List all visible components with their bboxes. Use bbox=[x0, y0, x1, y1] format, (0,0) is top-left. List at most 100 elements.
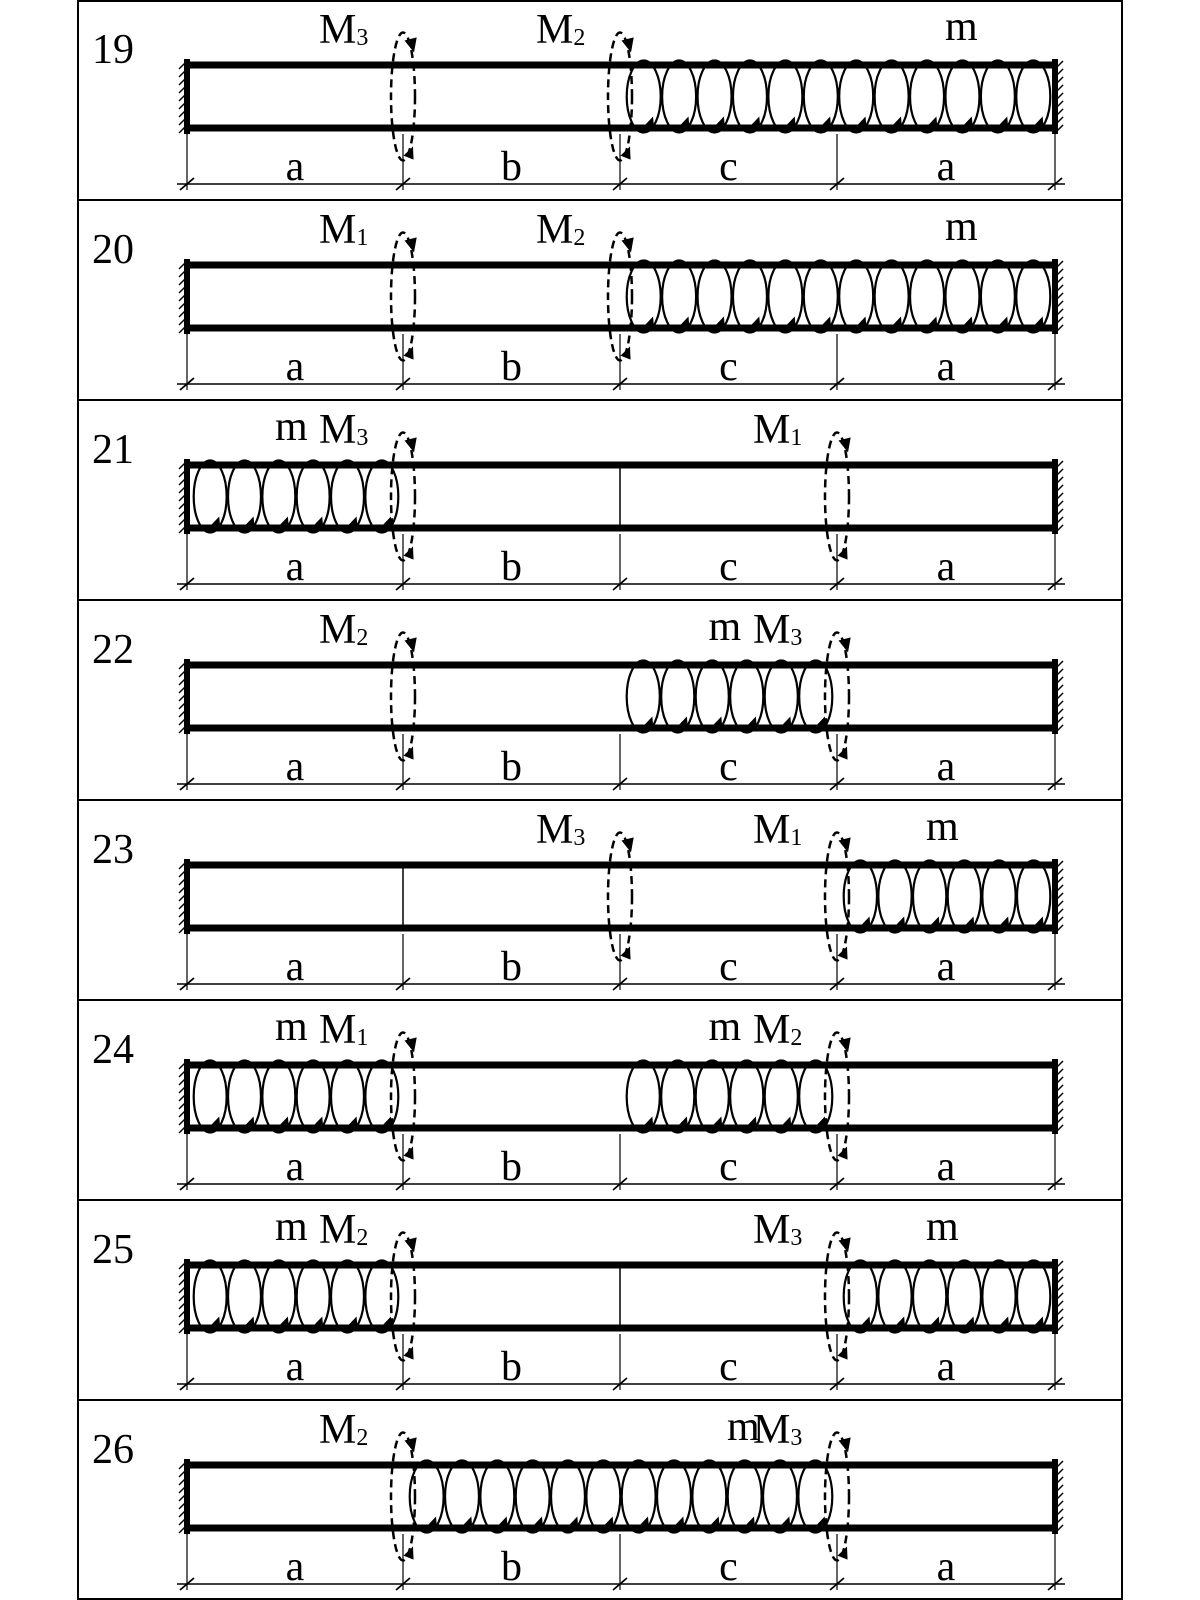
coil-loop bbox=[295, 459, 331, 534]
distributed-torque bbox=[192, 1259, 400, 1334]
arrowhead-icon bbox=[999, 1316, 1010, 1329]
dimension-tick bbox=[395, 777, 411, 791]
segment-label: a bbox=[937, 1344, 956, 1390]
wall-hatch bbox=[178, 660, 188, 670]
segment-label: a bbox=[286, 1144, 305, 1190]
coil-loop bbox=[691, 1459, 728, 1534]
moment-subscript: 3 bbox=[790, 625, 802, 651]
moment-label: M1 bbox=[753, 407, 802, 453]
wall-hatch bbox=[1054, 508, 1064, 518]
distributed-torque-label: m bbox=[275, 1204, 308, 1250]
wall-hatch bbox=[178, 916, 188, 926]
arrowhead-icon bbox=[1034, 316, 1044, 329]
dimension-tick bbox=[829, 577, 845, 591]
moment-name: M bbox=[753, 1207, 790, 1253]
wall-hatch bbox=[1054, 692, 1064, 702]
wall-hatch bbox=[178, 476, 188, 486]
arrowhead-icon bbox=[404, 37, 417, 53]
wall-hatch bbox=[178, 116, 188, 126]
dimension-tick bbox=[395, 577, 411, 591]
wall-hatch bbox=[1054, 1068, 1064, 1078]
moment-subscript: 2 bbox=[790, 1025, 802, 1051]
row-number: 21 bbox=[92, 427, 134, 473]
arrowhead-icon bbox=[816, 1516, 826, 1529]
arrowhead-icon bbox=[928, 116, 938, 129]
arrowhead-icon bbox=[786, 316, 796, 329]
distributed-torque bbox=[192, 1059, 400, 1134]
dimension-tick bbox=[1047, 177, 1063, 191]
distributed-torque-label: m bbox=[709, 1004, 742, 1050]
arrowhead-icon bbox=[678, 716, 688, 729]
wall-hatch bbox=[178, 700, 188, 710]
arrowhead-icon bbox=[620, 946, 631, 960]
arrowhead-icon bbox=[837, 1146, 848, 1160]
coil-loop bbox=[763, 1059, 799, 1134]
wall-hatch bbox=[178, 268, 188, 278]
arrowhead-icon bbox=[930, 1316, 940, 1329]
wall-hatch bbox=[178, 1100, 188, 1110]
moment-subscript: 2 bbox=[573, 225, 585, 251]
wall-hatch bbox=[178, 100, 188, 110]
moment-name: M bbox=[536, 7, 573, 53]
wall-hatch bbox=[1054, 860, 1064, 870]
arrowhead-icon bbox=[838, 437, 851, 453]
coil-loop bbox=[625, 59, 662, 134]
wall-hatch bbox=[1054, 876, 1064, 886]
dimension-tick bbox=[395, 1577, 411, 1591]
distributed-torque-label: m bbox=[275, 404, 308, 450]
distributed-torque bbox=[625, 1059, 834, 1134]
arrowhead-icon bbox=[838, 1037, 851, 1053]
coil-loop bbox=[329, 1059, 366, 1134]
wall-hatch bbox=[1054, 276, 1064, 286]
coil-loop bbox=[946, 1259, 983, 1334]
coil-loop bbox=[295, 1259, 331, 1334]
concentrated-moment: M3 bbox=[753, 1407, 851, 1562]
coil-loop bbox=[625, 259, 662, 334]
coil-loop bbox=[981, 1259, 1017, 1334]
concentrated-moment: M2 bbox=[319, 1207, 417, 1362]
coil-loop bbox=[731, 59, 769, 134]
wall-hatch bbox=[178, 260, 188, 270]
coil-loop bbox=[261, 1059, 297, 1134]
row-number: 20 bbox=[92, 227, 134, 273]
coil-loop bbox=[798, 659, 834, 734]
row-number: 25 bbox=[92, 1227, 134, 1273]
concentrated-moment: M3 bbox=[319, 7, 417, 162]
arrowhead-icon bbox=[745, 1516, 756, 1529]
arrowhead-icon bbox=[782, 1116, 792, 1129]
wall-hatch bbox=[1054, 1084, 1064, 1094]
wall-hatch bbox=[178, 324, 188, 334]
coil-loop bbox=[979, 259, 1016, 334]
arrowhead-icon bbox=[348, 1316, 358, 1329]
distributed-torque-label: m bbox=[926, 1204, 959, 1250]
distributed-torque bbox=[842, 1259, 1052, 1334]
dimension-tick bbox=[829, 1177, 845, 1191]
wall-hatch bbox=[1054, 260, 1064, 270]
wall-hatch bbox=[178, 108, 188, 118]
arrowhead-icon bbox=[404, 1237, 417, 1253]
moment-subscript: 3 bbox=[356, 25, 368, 51]
wall-hatch bbox=[178, 308, 188, 318]
coil-loop bbox=[798, 1059, 834, 1134]
coil-loop bbox=[763, 659, 799, 734]
segment-label: a bbox=[286, 944, 305, 990]
coil-loop bbox=[877, 1259, 913, 1334]
arrowhead-icon bbox=[895, 916, 906, 929]
coil-loop bbox=[797, 1459, 834, 1534]
wall-hatch bbox=[178, 876, 188, 886]
distributed-torque bbox=[408, 1459, 834, 1534]
distributed-torque-label: m bbox=[926, 804, 959, 850]
wall-hatch bbox=[178, 1492, 188, 1502]
segment-label: a bbox=[286, 744, 305, 790]
wall-hatch bbox=[1054, 716, 1064, 726]
dimension-tick bbox=[1047, 777, 1063, 791]
arrowhead-icon bbox=[861, 916, 871, 929]
moment-name: M bbox=[319, 407, 356, 453]
moment-label: M2 bbox=[319, 607, 368, 653]
moment-name: M bbox=[319, 7, 356, 53]
coil-loop bbox=[802, 259, 839, 334]
moment-subscript: 1 bbox=[790, 425, 802, 451]
moment-subscript: 3 bbox=[356, 425, 368, 451]
